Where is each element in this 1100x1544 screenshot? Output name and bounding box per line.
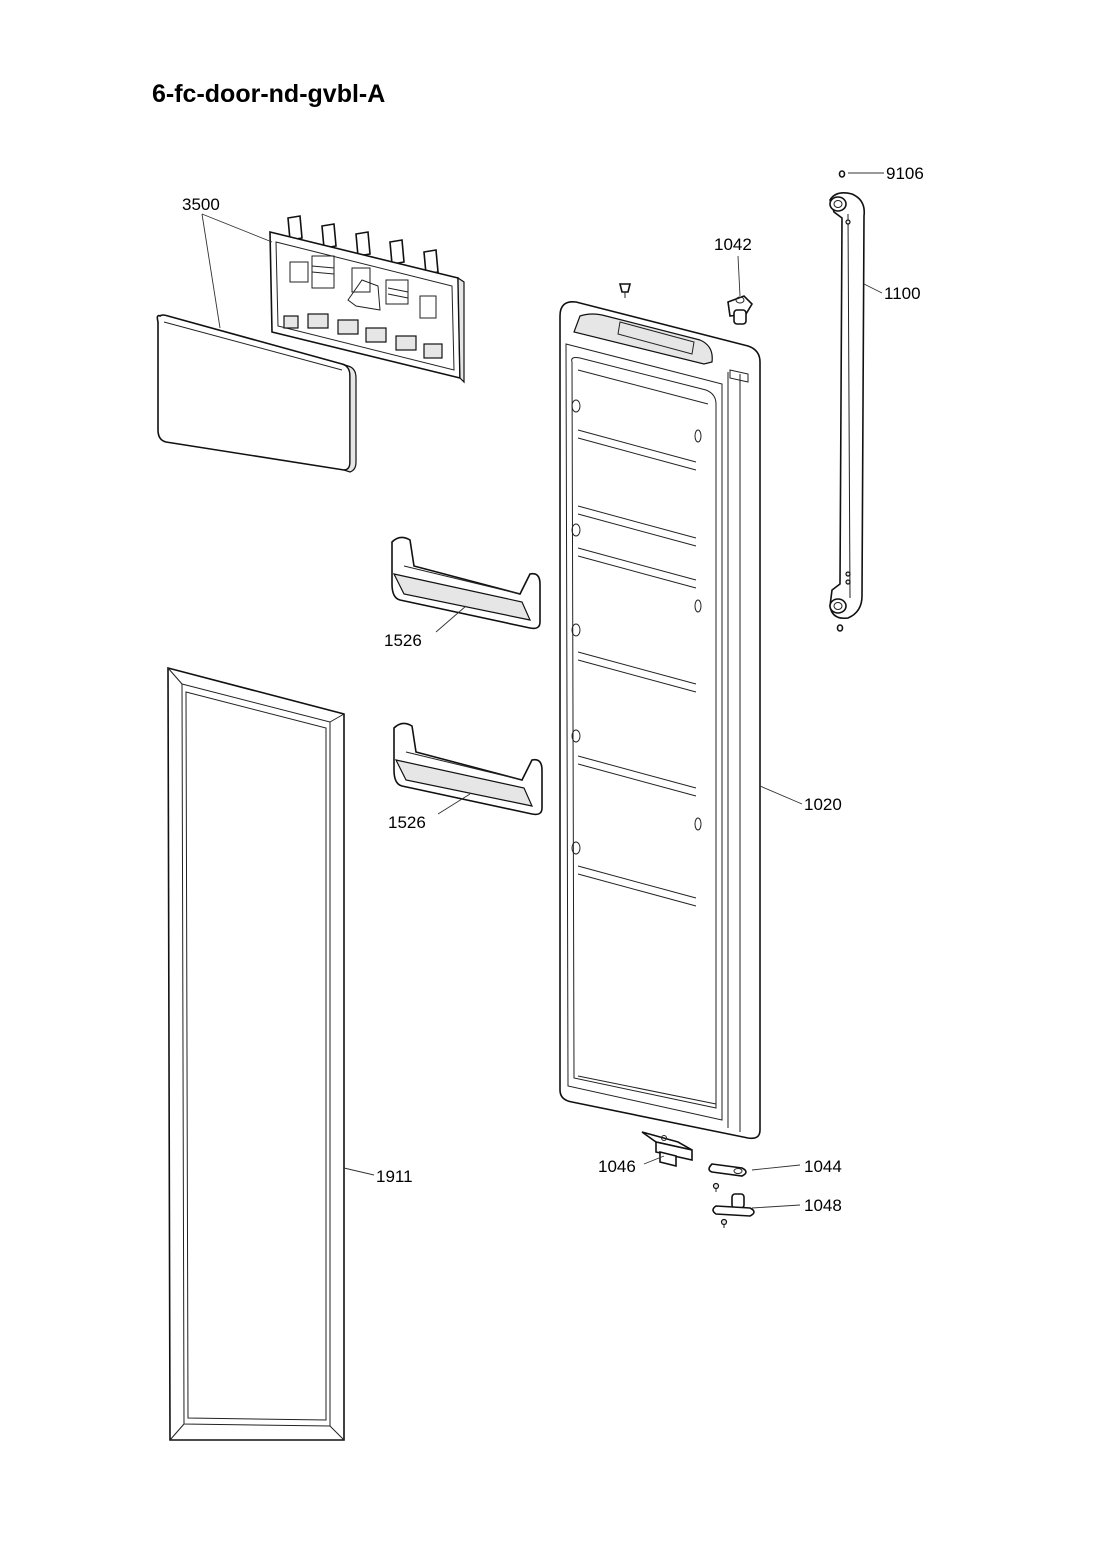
- callout-1100: 1100: [884, 284, 921, 303]
- callout-1526-lower: 1526: [388, 813, 426, 832]
- part-1044-hinge-plate[interactable]: [708, 1163, 747, 1192]
- callout-1911: 1911: [376, 1167, 413, 1186]
- part-3500-control-bracket[interactable]: [269, 215, 465, 384]
- part-1048-hinge-pin[interactable]: [712, 1193, 755, 1228]
- callout-9106: 9106: [886, 164, 924, 183]
- callout-1048: 1048: [804, 1196, 842, 1215]
- diagram-title: 6-fc-door-nd-gvbl-A: [152, 80, 386, 108]
- callout-1042: 1042: [714, 235, 752, 254]
- part-1526-door-bin-upper[interactable]: [391, 536, 541, 630]
- callout-3500: 3500: [182, 195, 220, 214]
- callout-1020: 1020: [804, 795, 842, 814]
- callout-1044: 1044: [804, 1157, 842, 1176]
- callout-1046: 1046: [598, 1157, 636, 1176]
- door-top-screw: [618, 283, 632, 298]
- part-1020-door-liner[interactable]: [559, 300, 761, 1140]
- callout-labels: 9106 3500 1042 1100 1526 1526 1020 1911 …: [182, 164, 924, 1215]
- callout-1526-upper: 1526: [384, 631, 422, 650]
- leader-lines: [201, 172, 884, 1209]
- part-9106-screw[interactable]: [836, 170, 846, 632]
- part-1042-hinge-bushing[interactable]: [727, 295, 754, 325]
- part-1046-hinge-bracket[interactable]: [641, 1131, 693, 1168]
- part-3500-cover-panel[interactable]: [156, 314, 357, 473]
- part-1526-door-bin-lower[interactable]: [393, 722, 543, 816]
- part-1911-door-gasket[interactable]: [167, 666, 345, 1441]
- part-1100-door-handle[interactable]: [829, 192, 866, 620]
